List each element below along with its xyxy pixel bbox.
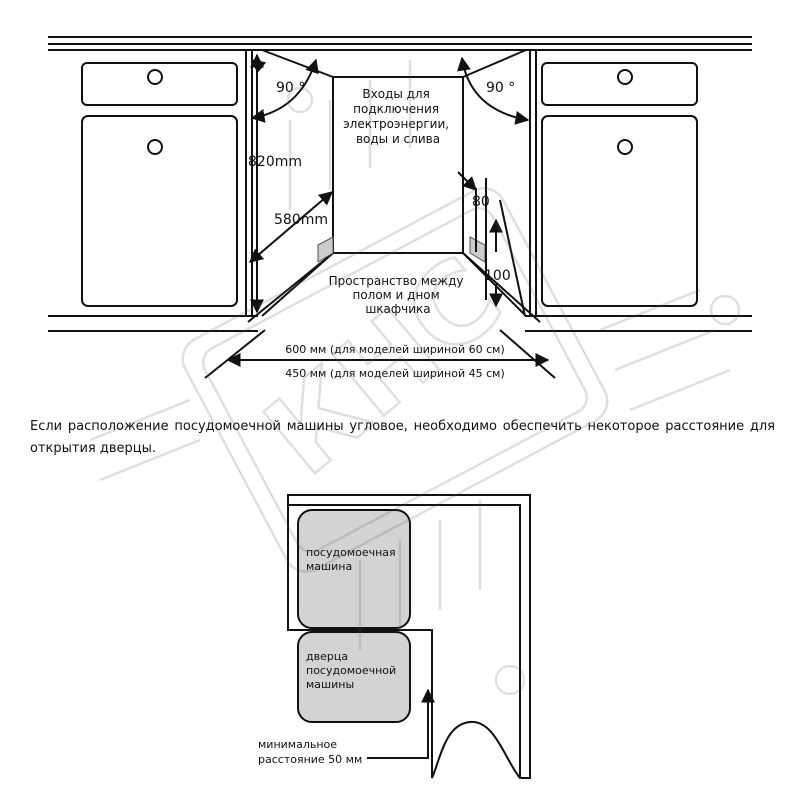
corner-inner-line	[288, 504, 521, 778]
angle-left-label: 90 °	[276, 80, 305, 96]
knob-icon	[617, 69, 633, 85]
door-label: дверца посудомоечной машины	[306, 650, 400, 691]
left-cabinet	[81, 50, 253, 316]
knob-icon	[147, 69, 163, 85]
width-600-label: 600 мм (для моделей шириной 60 см)	[285, 343, 505, 356]
right-cabinet	[529, 50, 698, 316]
right-connection-block	[469, 236, 486, 263]
watermark-logo	[89, 60, 741, 696]
knob-icon	[147, 139, 163, 155]
width-dimension-lines	[204, 329, 556, 379]
gap-100-label: 100	[484, 268, 511, 284]
dishwasher-body	[297, 509, 411, 629]
dishwasher-label: посудомоечная машина	[306, 546, 399, 573]
height-label: 820mm	[248, 154, 302, 170]
corner-installation-paragraph: Если расположение посудомоечной машины у…	[30, 419, 775, 456]
min-distance-arrow	[367, 688, 435, 759]
knob-icon	[617, 139, 633, 155]
floor-line	[48, 315, 752, 332]
angle-right-label: 90 °	[486, 80, 515, 96]
right-angle-arc	[457, 56, 530, 125]
inputs-label: Входы для подключения электроэнергии, во…	[343, 87, 453, 146]
width-450-label: 450 мм (для моделей шириной 45 см)	[285, 367, 505, 380]
depth-dimension-arrow	[248, 191, 334, 263]
gap-80-dimension	[457, 171, 526, 317]
min-distance-label: минимальное расстояние 50 мм	[258, 738, 362, 766]
dishwasher-door	[297, 631, 411, 723]
depth-label: 580mm	[274, 212, 328, 228]
floor-space-label: Пространство между полом и дном шкафчика	[329, 274, 468, 316]
gap-80-label: 80	[472, 194, 490, 210]
countertop	[48, 36, 752, 51]
